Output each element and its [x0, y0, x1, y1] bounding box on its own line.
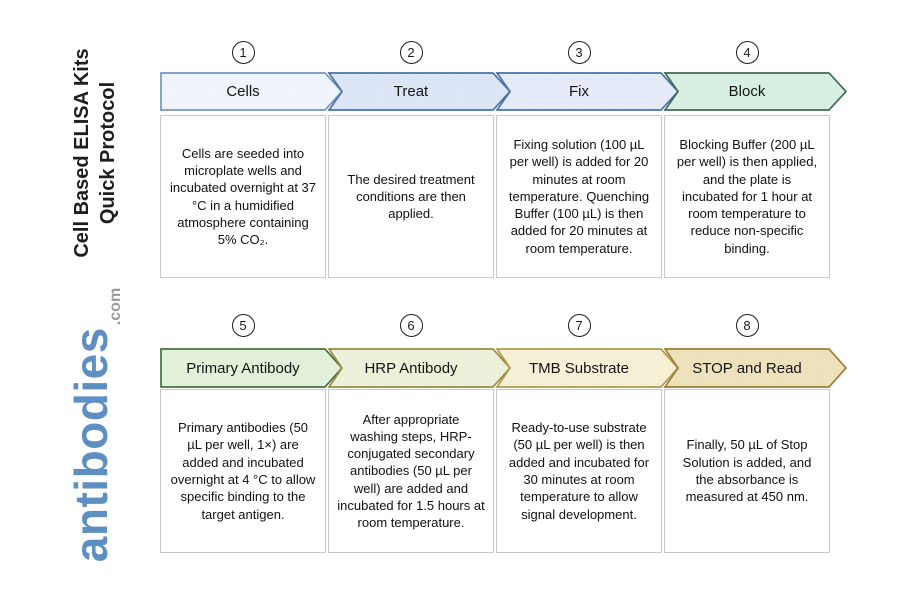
- step-2-arrow-texture: [329, 72, 510, 111]
- step-6-label: HRP Antibody: [364, 359, 458, 377]
- step-7-number-badge: 7: [567, 314, 591, 337]
- step-8-label: STOP and Read: [692, 359, 802, 377]
- step-5-header: Primary Antibody: [160, 348, 326, 388]
- step-1-arrow-banner: [160, 72, 340, 111]
- step-7-header: TMB Substrate: [496, 348, 662, 388]
- step-8-number-cell: 8: [664, 314, 830, 337]
- step-2-header: Treat: [328, 72, 494, 111]
- step-5-arrow-texture: [161, 349, 342, 387]
- step-8-header: STOP and Read: [664, 348, 830, 388]
- brand-logo: antibodies.com: [65, 288, 124, 563]
- brand-logo-text: antibodies: [65, 327, 117, 563]
- step-7-arrow-texture: [497, 349, 678, 387]
- step-1-number-cell: 1: [160, 41, 326, 64]
- page-title-line2: Quick Protocol: [97, 81, 119, 225]
- step-4-arrow-texture: [665, 72, 846, 111]
- step-3-number-cell: 3: [496, 41, 662, 64]
- step-3-number-badge: 3: [567, 41, 591, 64]
- row1-step-numbers: 1 2 3 4: [160, 41, 830, 64]
- step-4-number-badge: 4: [735, 41, 759, 64]
- step-3-label: Fix: [569, 83, 589, 100]
- step-7-arrow-banner: [496, 348, 676, 388]
- step-4-description: Blocking Buffer (200 µL per well) is the…: [664, 115, 830, 278]
- step-3-description: Fixing solution (100 µL per well) is add…: [496, 115, 662, 278]
- step-7-description: Ready-to-use substrate (50 µL per well) …: [496, 389, 662, 553]
- step-7-number-cell: 7: [496, 314, 662, 337]
- step-6-number-badge: 6: [399, 314, 423, 337]
- step-2-arrow-banner: [328, 72, 508, 111]
- step-7-label: TMB Substrate: [528, 359, 630, 377]
- step-5-number-cell: 5: [160, 314, 326, 337]
- step-1-arrow-texture: [161, 72, 342, 111]
- page-title-line1: Cell Based ELISA Kits: [71, 48, 93, 258]
- step-1-number-badge: 1: [231, 41, 255, 64]
- step-8-number-badge: 8: [735, 314, 759, 337]
- step-5-arrow-banner: [160, 348, 340, 388]
- brand-logo-suffix: .com: [107, 287, 124, 326]
- step-5-label: Primary Antibody: [186, 359, 300, 377]
- step-2-number-cell: 2: [328, 41, 494, 64]
- step-6-arrow-texture: [329, 349, 510, 387]
- step-3-arrow-banner: [496, 72, 676, 111]
- step-2-number-badge: 2: [399, 41, 423, 64]
- step-1-description: Cells are seeded into microplate wells a…: [160, 115, 326, 278]
- step-1-header: Cells: [160, 72, 326, 111]
- step-6-header: HRP Antibody: [328, 348, 494, 388]
- step-5-number-badge: 5: [231, 314, 255, 337]
- step-3-header: Fix: [496, 72, 662, 111]
- step-8-arrow-texture: [665, 349, 846, 387]
- step-4-header: Block: [664, 72, 830, 111]
- step-6-arrow-banner: [328, 348, 508, 388]
- step-6-number-cell: 6: [328, 314, 494, 337]
- row1-step-headers: Cells Treat Fix Block: [160, 72, 830, 111]
- page-title: Cell Based ELISA Kits Quick Protocol: [69, 3, 121, 303]
- step-6-description: After appropriate washing steps, HRP-con…: [328, 389, 494, 553]
- row2-step-numbers: 5 6 7 8: [160, 314, 830, 337]
- step-4-label: Block: [728, 83, 766, 100]
- step-5-description: Primary antibodies (50 µL per well, 1×) …: [160, 389, 326, 553]
- row2-step-headers: Primary Antibody HRP Antibody TMB Substr…: [160, 348, 830, 388]
- step-8-description: Finally, 50 µL of Stop Solution is added…: [664, 389, 830, 553]
- step-4-arrow-banner: [664, 72, 844, 111]
- step-8-arrow-banner: [664, 348, 844, 388]
- row2-step-descriptions: Primary antibodies (50 µL per well, 1×) …: [160, 389, 830, 553]
- row1-step-descriptions: Cells are seeded into microplate wells a…: [160, 115, 830, 278]
- step-2-label: Treat: [393, 83, 429, 100]
- step-1-label: Cells: [226, 83, 260, 100]
- step-2-description: The desired treatment conditions are the…: [328, 115, 494, 278]
- step-4-number-cell: 4: [664, 41, 830, 64]
- step-3-arrow-texture: [497, 72, 678, 111]
